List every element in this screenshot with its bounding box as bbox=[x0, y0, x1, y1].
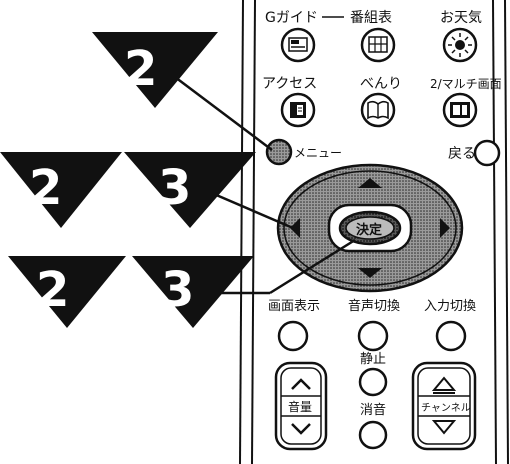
step-badge: 2 bbox=[8, 256, 126, 328]
multi-label: 2/マルチ画面 bbox=[430, 77, 502, 91]
onsei-kirikae-label: 音声切換 bbox=[348, 298, 400, 314]
dpad-left-arrow-icon[interactable] bbox=[290, 218, 300, 238]
benri-button[interactable] bbox=[360, 92, 396, 128]
nyuryoku-kirikae-button[interactable] bbox=[435, 320, 467, 352]
step-badge: 2 bbox=[92, 32, 218, 108]
bangumihyo-label: 番組表 bbox=[350, 10, 392, 26]
step-badge: 3 bbox=[124, 152, 256, 228]
g-guide-button[interactable] bbox=[280, 27, 316, 63]
volume-rocker[interactable] bbox=[274, 361, 328, 451]
remote-body bbox=[239, 0, 509, 464]
menu-label: メニュー bbox=[294, 146, 342, 160]
step-badge: 3 bbox=[132, 256, 254, 328]
access-label: アクセス bbox=[262, 76, 317, 92]
dpad-right-arrow-icon[interactable] bbox=[440, 218, 450, 238]
dpad-up-arrow-icon[interactable] bbox=[358, 178, 382, 188]
benri-label: べんり bbox=[360, 76, 402, 92]
nyuryoku-kirikae-label: 入力切換 bbox=[424, 299, 476, 314]
bangumihyo-button[interactable] bbox=[360, 27, 396, 63]
shoon-label: 消音 bbox=[360, 402, 386, 418]
svg-text:2: 2 bbox=[29, 160, 62, 216]
gamen-hyoji-label: 画面表示 bbox=[268, 299, 320, 314]
g-guide-label: Gガイド bbox=[265, 10, 318, 26]
channel-down-icon[interactable] bbox=[431, 420, 457, 435]
kettei-button[interactable] bbox=[338, 210, 402, 246]
svg-text:3: 3 bbox=[158, 160, 191, 216]
step-badge: 2 bbox=[0, 152, 122, 228]
channel-rocker[interactable] bbox=[411, 361, 477, 451]
modoru-button[interactable] bbox=[473, 139, 501, 167]
onsei-kirikae-button[interactable] bbox=[357, 320, 389, 352]
multi-button[interactable] bbox=[442, 92, 478, 128]
kettei-label: 決定 bbox=[356, 222, 382, 238]
menu-button[interactable] bbox=[265, 138, 293, 166]
seishi-label: 静止 bbox=[360, 352, 386, 367]
onryo-label: 音量 bbox=[288, 399, 312, 414]
sun-icon bbox=[455, 40, 465, 50]
svg-text:3: 3 bbox=[161, 262, 194, 318]
volume-down-icon[interactable] bbox=[291, 423, 311, 435]
dpad-down-arrow-icon[interactable] bbox=[358, 268, 382, 278]
channel-up-icon[interactable] bbox=[431, 376, 457, 394]
otenki-label: お天気 bbox=[440, 10, 482, 26]
access-button[interactable] bbox=[280, 92, 316, 128]
book-icon bbox=[367, 100, 389, 120]
gamen-hyoji-button[interactable] bbox=[277, 320, 309, 352]
seishi-button[interactable] bbox=[358, 367, 388, 397]
modoru-label: 戻る bbox=[448, 146, 476, 162]
svg-text:2: 2 bbox=[124, 41, 157, 97]
shoon-button[interactable] bbox=[358, 420, 388, 450]
otenki-button[interactable] bbox=[442, 27, 478, 63]
svg-text:2: 2 bbox=[36, 262, 69, 318]
channel-label: チャンネル bbox=[421, 402, 471, 414]
volume-up-icon[interactable] bbox=[291, 378, 311, 390]
